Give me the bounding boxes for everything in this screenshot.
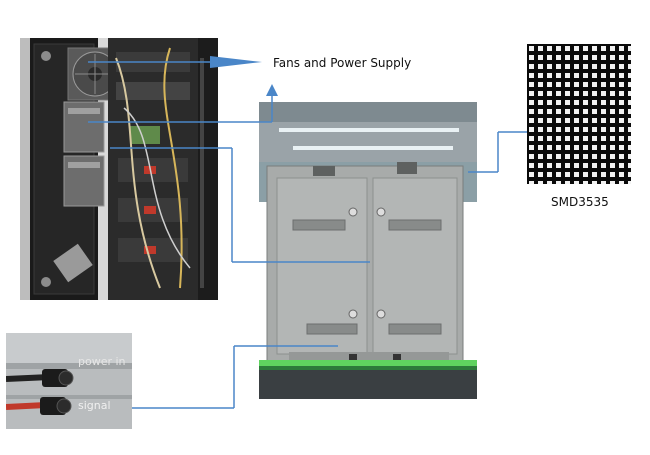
fans-power-label: Fans and Power Supply [273, 56, 412, 70]
fan-callout-arrow [210, 56, 262, 68]
smd-label: SMD3535 [551, 195, 609, 209]
smd-closeup-photo [527, 44, 631, 184]
power-callout-arrow [266, 84, 278, 96]
cabinet-interior-photo [20, 38, 218, 300]
connector-closeup-photo: power in signal [6, 333, 132, 429]
cabinet-rear-photo [259, 102, 477, 399]
signal-label: signal [78, 399, 111, 412]
power-in-label: power in [78, 355, 126, 368]
